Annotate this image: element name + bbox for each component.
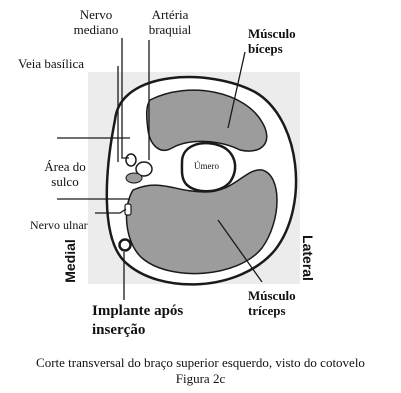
figure-caption: Corte transversal do braço superior esqu… — [0, 355, 401, 387]
brachial-artery-label-line2: braquial — [140, 22, 200, 37]
triceps-label: Músculo tríceps — [248, 288, 296, 318]
implant-shape — [120, 240, 131, 251]
sulcus-area-label-line1: Área do — [30, 159, 100, 174]
brachial-artery-label-line1: Artéria — [140, 7, 200, 22]
caption-line2: Figura 2c — [0, 371, 401, 387]
median-nerve-shape — [126, 154, 136, 166]
sulcus-area-label: Área do sulco — [30, 159, 100, 189]
implant-label: Implante após inserção — [92, 302, 183, 340]
median-nerve-label-line1: Nervo — [66, 7, 126, 22]
medial-label: Medial — [62, 239, 78, 283]
lateral-label: Lateral — [300, 235, 316, 281]
biceps-label: Músculo bíceps — [248, 26, 296, 56]
sulcus-area-label-line2: sulco — [30, 174, 100, 189]
implant-label-line1: Implante após — [92, 302, 183, 321]
triceps-label-line2: tríceps — [248, 303, 296, 318]
caption-line1: Corte transversal do braço superior esqu… — [0, 355, 401, 371]
humerus-label: Úmero — [194, 159, 219, 174]
median-nerve-label: Nervo mediano — [66, 7, 126, 37]
basilic-vein-shape — [126, 173, 142, 183]
basilic-vein-label: Veia basílica — [18, 56, 84, 71]
implant-label-line2: inserção — [92, 321, 183, 340]
brachial-artery-label: Artéria braquial — [140, 7, 200, 37]
ulnar-nerve-label: Nervo ulnar — [30, 218, 88, 233]
biceps-label-line1: Músculo — [248, 26, 296, 41]
biceps-label-line2: bíceps — [248, 41, 296, 56]
triceps-label-line1: Músculo — [248, 288, 296, 303]
median-nerve-label-line2: mediano — [66, 22, 126, 37]
